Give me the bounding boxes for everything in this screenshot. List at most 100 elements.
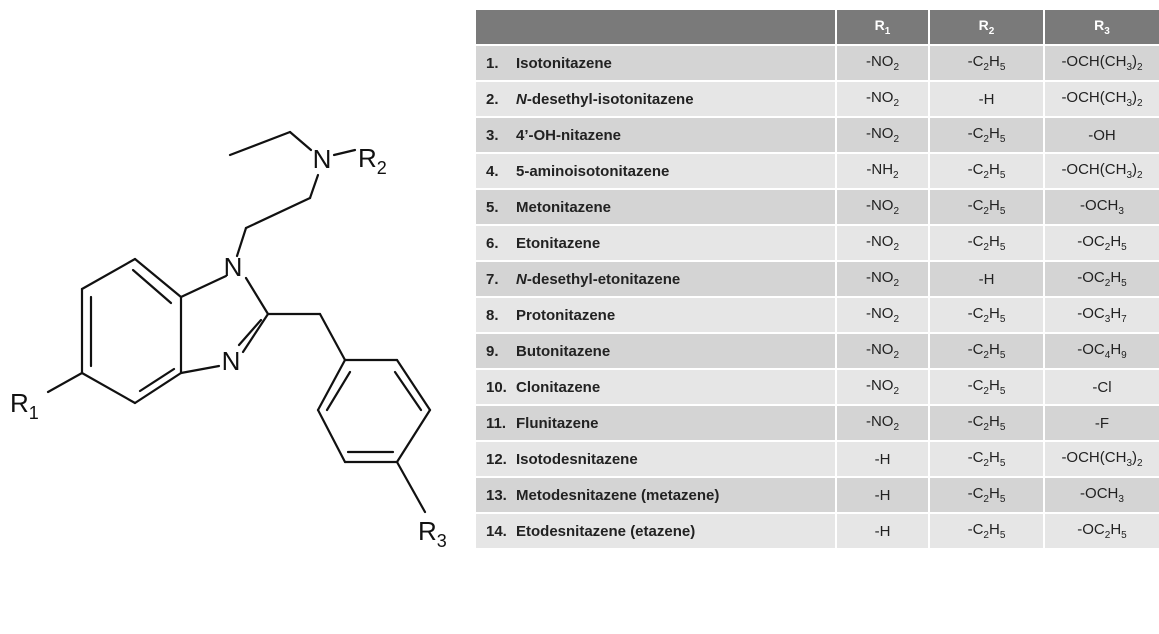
compound-name: Etodesnitazene (etazene)	[516, 522, 696, 540]
r1-cell: -NO2	[836, 404, 930, 441]
table-row: 1.Isotonitazene-NO2-C2H5-OCH(CH3)2	[476, 44, 1159, 81]
r3-cell: -OC2H5	[1044, 224, 1159, 261]
compound-number: 4.	[486, 162, 499, 180]
compound-name-cell: 1. Isotonitazene	[476, 44, 837, 81]
r1-cell: -NO2	[836, 116, 930, 153]
compound-name-cell: 4. 5-aminoisotonitazene	[476, 152, 837, 189]
r2-cell: -C2H5	[929, 440, 1045, 477]
compound-name-cell: 7.N-desethyl-etonitazene	[476, 260, 837, 297]
r3-cell: -OCH3	[1044, 476, 1159, 513]
r2-cell: -C2H5	[929, 224, 1045, 261]
compound-name: Butonitazene	[516, 342, 611, 360]
compound-name: Isotonitazene	[516, 54, 612, 72]
compound-name: Metodesnitazene (metazene)	[516, 486, 720, 504]
compound-name-cell: 10. Clonitazene	[476, 368, 837, 405]
header-r3: R3	[1044, 10, 1159, 45]
compound-name: Protonitazene	[516, 306, 616, 324]
ring-nitrogen-1-label: N	[224, 252, 243, 282]
r3-cell: -F	[1044, 404, 1159, 441]
r2-cell: -H	[929, 260, 1045, 297]
r2-cell: -C2H5	[929, 512, 1045, 548]
bonds	[46, 130, 432, 514]
r1-cell: -NO2	[836, 260, 930, 297]
compound-name: Flunitazene	[516, 414, 599, 432]
r2-cell: -C2H5	[929, 152, 1045, 189]
header-r1: R1	[836, 10, 930, 45]
compound-number: 11.	[486, 414, 507, 432]
compound-name-cell: 3.4’-OH-nitazene	[476, 116, 837, 153]
r1-label: R1	[10, 388, 39, 423]
r2-cell: -H	[929, 80, 1045, 117]
r3-cell: -OC2H5	[1044, 512, 1159, 548]
compound-name: Metonitazene	[516, 198, 612, 216]
r3-label: R3	[418, 516, 447, 551]
header-r2: R2	[929, 10, 1045, 45]
r3-cell: -OC2H5	[1044, 260, 1159, 297]
compound-name: N-desethyl-isotonitazene	[516, 90, 694, 108]
table-row: 9. Butonitazene -NO2-C2H5-OC4H9	[476, 332, 1159, 369]
table-row: 2.N-desethyl-isotonitazene-NO2-H-OCH(CH3…	[476, 80, 1159, 117]
compound-name-cell: 8.Protonitazene	[476, 296, 837, 333]
r1-cell: -NO2	[836, 224, 930, 261]
compound-name-cell: 6. Etonitazene	[476, 224, 837, 261]
atom-labels: N N N R2 R1 R3	[10, 143, 447, 551]
compound-number: 1.	[486, 54, 499, 72]
header-compound	[476, 10, 837, 45]
table-row: 10.Clonitazene-NO2-C2H5-Cl	[476, 368, 1159, 405]
r3-cell: -OCH(CH3)2	[1044, 80, 1159, 117]
table-row: 5.Metonitazene-NO2-C2H5-OCH3	[476, 188, 1159, 225]
compound-number: 5.	[486, 198, 499, 216]
r3-cell: -OCH3	[1044, 188, 1159, 225]
compound-number: 2.	[486, 90, 499, 108]
r2-cell: -C2H5	[929, 476, 1045, 513]
nitazene-core-structure: N N N R2 R1 R3	[10, 130, 447, 551]
r1-cell: -H	[836, 440, 930, 477]
r2-cell: -C2H5	[929, 116, 1045, 153]
compound-number: 6.	[486, 234, 499, 252]
table-header-row: R1 R2 R3	[476, 10, 1159, 45]
compound-name: Isotodesnitazene	[516, 450, 638, 468]
ring-nitrogen-3-label: N	[222, 346, 241, 376]
r1-cell: -NO2	[836, 188, 930, 225]
r1-cell: -NO2	[836, 368, 930, 405]
compound-name-cell: 2. N-desethyl-isotonitazene	[476, 80, 837, 117]
compound-name-cell: 14. Etodesnitazene (etazene)	[476, 512, 837, 548]
compound-name: 5-aminoisotonitazene	[516, 162, 670, 180]
r1-cell: -NH2	[836, 152, 930, 189]
compound-name-cell: 5. Metonitazene	[476, 188, 837, 225]
table-row: 6. Etonitazene -NO2-C2H5-OC2H5	[476, 224, 1159, 261]
r3-cell: -OCH(CH3)2	[1044, 440, 1159, 477]
r2-cell: -C2H5	[929, 44, 1045, 81]
compound-name: Etonitazene	[516, 234, 601, 252]
compound-name-cell: 12. Isotodesnitazene	[476, 440, 837, 477]
amine-nitrogen-label: N	[313, 144, 332, 174]
r3-cell: -OH	[1044, 116, 1159, 153]
r1-cell: -H	[836, 512, 930, 548]
table-row: 13.Metodesnitazene (metazene)-H-C2H5-OCH…	[476, 476, 1159, 513]
compound-number: 7.	[486, 270, 499, 288]
table-row: 12. Isotodesnitazene -H-C2H5-OCH(CH3)2	[476, 440, 1159, 477]
r1-cell: -NO2	[836, 296, 930, 333]
r2-label: R2	[358, 143, 387, 178]
r2-cell: -C2H5	[929, 332, 1045, 369]
compound-name-cell: 13. Metodesnitazene (metazene)	[476, 476, 837, 513]
compound-name-cell: 11. Flunitazene	[476, 404, 837, 441]
compound-name: Clonitazene	[516, 378, 601, 396]
compound-number: 12.	[486, 450, 507, 468]
r2-cell: -C2H5	[929, 296, 1045, 333]
r1-cell: -NO2	[836, 332, 930, 369]
r2-cell: -C2H5	[929, 404, 1045, 441]
r3-cell: -Cl	[1044, 368, 1159, 405]
compound-number: 9.	[486, 342, 499, 360]
r3-cell: -OC3H7	[1044, 296, 1159, 333]
compound-number: 10.	[486, 378, 507, 396]
r3-cell: -OCH(CH3)2	[1044, 152, 1159, 189]
compound-number: 3.	[486, 126, 499, 144]
table-row: 14. Etodesnitazene (etazene) -H-C2H5-OC2H5	[476, 512, 1159, 548]
compound-number: 14.	[486, 522, 507, 540]
r3-cell: -OCH(CH3)2	[1044, 44, 1159, 81]
table-row: 3.4’-OH-nitazene-NO2-C2H5-OH	[476, 116, 1159, 153]
compound-number: 13.	[486, 486, 507, 504]
table-row: 4. 5-aminoisotonitazene -NH2-C2H5-OCH(CH3)…	[476, 152, 1159, 189]
r3-cell: -OC4H9	[1044, 332, 1159, 369]
